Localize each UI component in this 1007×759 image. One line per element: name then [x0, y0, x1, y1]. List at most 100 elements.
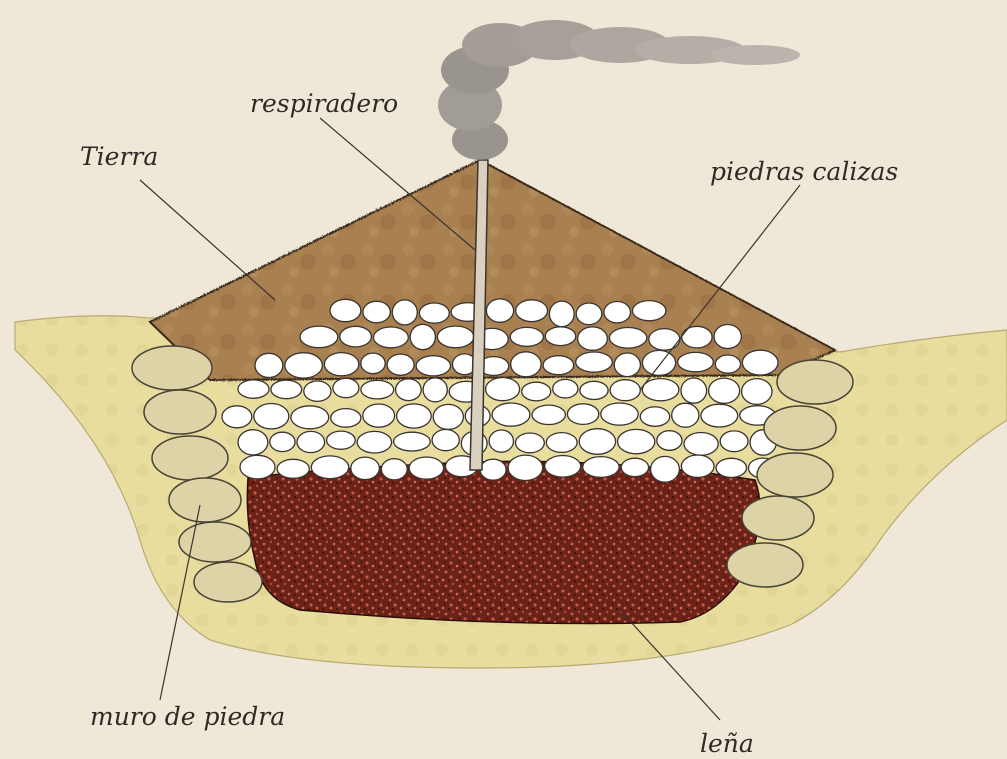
limestone-rock [437, 326, 473, 348]
limestone-rock [394, 432, 431, 451]
limestone-rock [716, 458, 746, 477]
limestone-rock [610, 380, 640, 401]
limestone-rock [304, 381, 331, 401]
limestone-rock [642, 379, 679, 401]
limestone-rock [545, 456, 581, 478]
limestone-rock [511, 352, 541, 377]
limestone-rock [614, 353, 640, 377]
wall-stone [757, 453, 833, 497]
limestone-rock [410, 324, 435, 349]
limestone-rock [324, 353, 358, 376]
limestone-rock [311, 456, 348, 479]
wall-stone [194, 562, 262, 602]
limestone-rock [486, 378, 520, 401]
limestone-rock [681, 455, 714, 477]
wall-stone [764, 406, 836, 450]
limestone-rock [331, 409, 361, 428]
limestone-rock [361, 380, 394, 399]
limestone-rock [642, 350, 675, 375]
limestone-rock [567, 404, 598, 425]
limestone-rock [684, 433, 718, 456]
limestone-rock [714, 325, 741, 349]
limestone-rock [578, 327, 608, 350]
limestone-rock [545, 327, 575, 346]
wall-stone [144, 390, 216, 434]
limestone-rock [416, 356, 450, 376]
limestone-rock [580, 381, 608, 399]
limestone-rock [419, 303, 449, 323]
limestone-rock [579, 429, 615, 455]
limestone-rock [633, 301, 666, 321]
limestone-rock [300, 326, 338, 348]
wall-stone [169, 478, 241, 522]
limestone-rock [333, 378, 359, 397]
limestone-rock [291, 406, 329, 429]
limestone-rock [609, 328, 646, 349]
label-muro-de-piedra: muro de piedra [90, 702, 285, 731]
label-tierra: Tierra [80, 142, 158, 171]
wall-stone [777, 360, 853, 404]
wall-stone [152, 436, 228, 480]
label-respiradero: respiradero [250, 89, 398, 118]
limestone-rock [489, 430, 513, 452]
limestone-rock [549, 301, 574, 327]
limestone-rock [492, 403, 530, 426]
wall-stone [132, 346, 212, 390]
limestone-rock [340, 326, 372, 347]
limestone-rock [682, 326, 712, 348]
limestone-rock [327, 431, 356, 449]
limestone-rock [222, 406, 252, 428]
limestone-rock [433, 404, 463, 429]
firewood-layer [247, 461, 760, 623]
label-piedras-calizas: piedras calizas [710, 157, 898, 186]
limestone-rock [357, 431, 391, 453]
limestone-rock [576, 352, 613, 372]
limestone-rock [330, 299, 361, 321]
limestone-rock [387, 354, 414, 375]
limestone-rock [516, 300, 548, 322]
limestone-rock [701, 404, 738, 427]
limestone-rock [510, 327, 543, 346]
limestone-rock [546, 433, 577, 453]
limestone-rock [374, 327, 409, 348]
limestone-rock [681, 378, 707, 403]
wall-stone [742, 496, 814, 540]
limestone-rock [381, 459, 407, 480]
limestone-rock [672, 403, 699, 427]
limestone-rock [285, 353, 323, 378]
limestone-rock [254, 404, 289, 429]
limestone-rock [480, 459, 506, 480]
limestone-rock [363, 404, 395, 427]
limestone-rock [651, 456, 680, 482]
limestone-rock [742, 379, 772, 405]
limestone-rock [351, 457, 380, 479]
limestone-rock [432, 430, 459, 451]
label-lena: leña [700, 729, 754, 758]
limestone-rock [532, 405, 565, 424]
limestone-rock [543, 356, 574, 375]
limestone-rock [238, 380, 269, 398]
limestone-rock [277, 459, 309, 478]
limestone-rock [397, 404, 432, 428]
limestone-rock [486, 299, 513, 322]
limestone-rock [238, 430, 268, 455]
limestone-rock [271, 380, 302, 399]
limestone-rock [392, 300, 417, 325]
limestone-rock [583, 457, 619, 478]
limestone-rock [715, 355, 740, 373]
limestone-rock [709, 378, 740, 403]
limestone-rock [678, 352, 714, 371]
limestone-rock [363, 301, 390, 323]
limestone-rock [361, 353, 385, 374]
limestone-rock [657, 431, 682, 451]
limestone-rock [255, 353, 283, 377]
limestone-rock [604, 302, 631, 323]
limestone-rock [240, 455, 275, 479]
limestone-rock [522, 382, 551, 401]
limestone-rock [553, 379, 578, 398]
limestone-rock [423, 378, 447, 402]
limestone-rock [640, 407, 669, 426]
wall-stone [727, 543, 803, 587]
limestone-rock [618, 429, 655, 453]
